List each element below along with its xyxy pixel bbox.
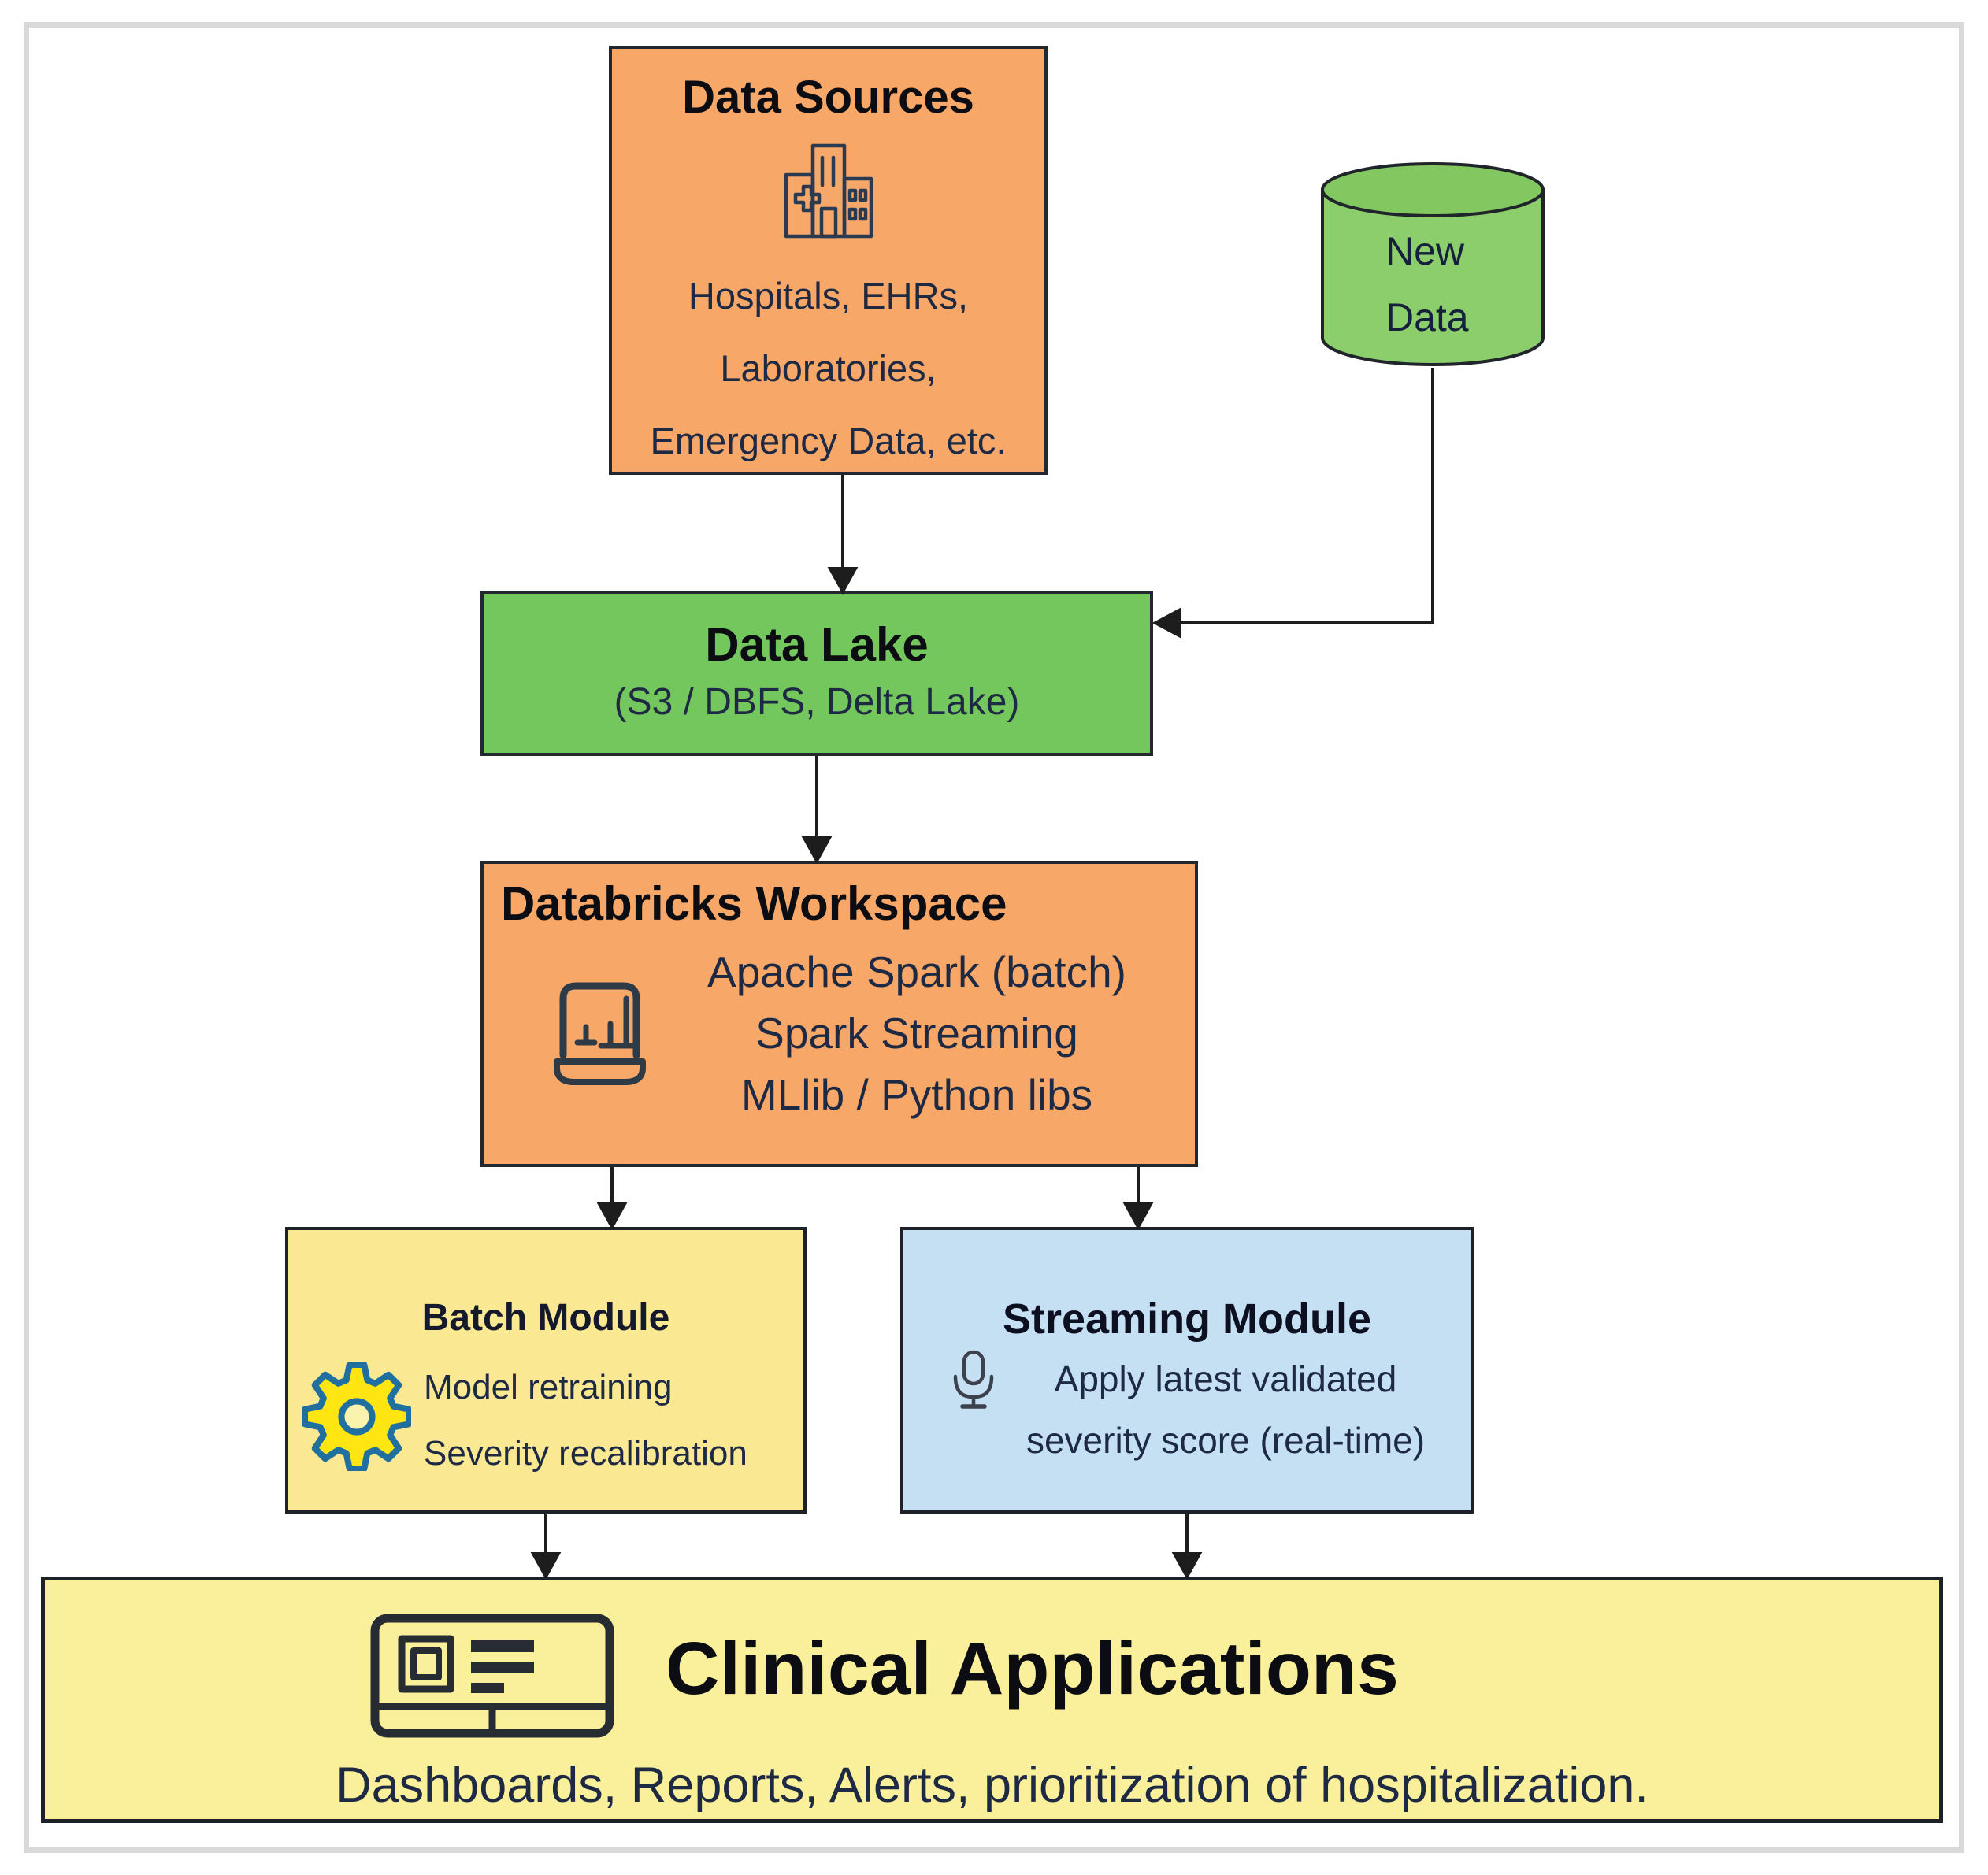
databricks-line: Apache Spark (batch): [707, 947, 1126, 996]
data-sources-lines: Hospitals, EHRs, Laboratories, Emergency…: [612, 260, 1044, 477]
batch-module-line: Model retraining: [424, 1368, 673, 1406]
hospital-icon: [781, 142, 876, 244]
dashboard-laptop-icon: [370, 1614, 614, 1742]
clinical-applications-subtitle: Dashboards, Reports, Alerts, prioritizat…: [336, 1758, 1649, 1813]
databricks-title: Databricks Workspace: [501, 877, 1007, 930]
data-lake-subtitle: (S3 / DBFS, Delta Lake): [614, 681, 1020, 723]
new-data-label: New Data: [1385, 218, 1469, 350]
streaming-module-lines: Apply latest validated severity score (r…: [992, 1348, 1459, 1471]
new-data-line: Data: [1385, 295, 1469, 339]
batch-module-lines: Model retraining Severity recalibration: [424, 1354, 747, 1487]
batch-module-title: Batch Module: [421, 1297, 670, 1339]
data-sources-line: Emergency Data, etc.: [650, 420, 1007, 461]
streaming-module-line: Apply latest validated: [1054, 1358, 1397, 1399]
databricks-workspace-box: Databricks Workspace Apache Spark (batch…: [480, 861, 1198, 1167]
new-data-cylinder: New Data: [1319, 161, 1546, 368]
streaming-module-line: severity score (real-time): [1026, 1420, 1426, 1461]
databricks-lines: Apache Spark (batch) Spark Streaming MLl…: [653, 941, 1181, 1125]
data-sources-line: Laboratories,: [720, 347, 937, 389]
data-sources-line: Hospitals, EHRs,: [688, 275, 969, 317]
gear-icon: [301, 1361, 413, 1475]
clinical-applications-title: Clinical Applications: [666, 1627, 1399, 1710]
database-cylinder-icon: [1319, 161, 1546, 372]
data-sources-box: Data Sources Hospitals, EH: [609, 46, 1048, 475]
streaming-module-box: Streaming Module Apply latest validated …: [900, 1227, 1474, 1514]
databricks-line: MLlib / Python libs: [740, 1070, 1093, 1119]
databricks-line: Spark Streaming: [755, 1009, 1078, 1058]
new-data-line: New: [1385, 229, 1465, 273]
microphone-icon: [952, 1350, 995, 1417]
batch-module-box: Batch Module Model retraining Severity r…: [285, 1227, 807, 1514]
clinical-applications-box: Clinical Applications Dashboards, Report…: [41, 1577, 1943, 1823]
data-lake-box: Data Lake (S3 / DBFS, Delta Lake): [480, 591, 1153, 756]
streaming-module-title: Streaming Module: [1002, 1295, 1372, 1343]
outer-frame: [24, 22, 1964, 1853]
data-lake-title: Data Lake: [705, 618, 929, 671]
data-sources-title: Data Sources: [682, 72, 974, 123]
batch-module-line: Severity recalibration: [424, 1434, 747, 1473]
laptop-chart-icon: [551, 978, 649, 1092]
